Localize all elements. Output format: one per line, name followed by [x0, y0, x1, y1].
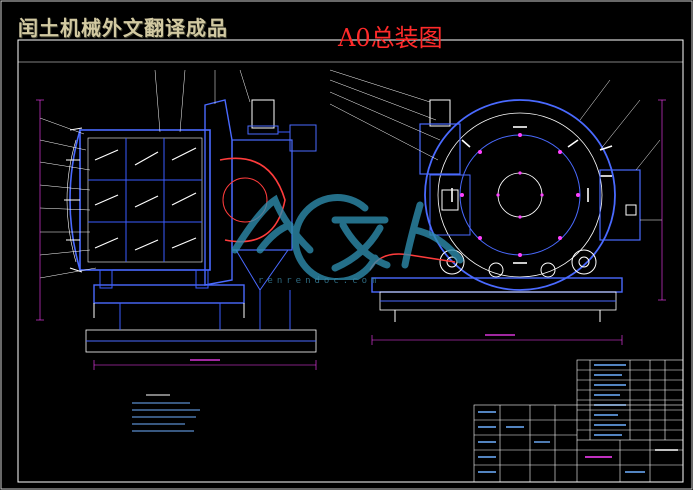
watermark-url: renrendoc.com	[258, 276, 381, 286]
inner-frame	[17, 39, 684, 483]
right-front-view	[369, 99, 641, 322]
dimension-lines	[36, 99, 666, 370]
left-leader-lines	[39, 69, 251, 279]
drawing-title: A0总装图	[338, 24, 443, 52]
watermark-title: 闰土机械外文翻译成品	[18, 16, 228, 40]
title-block-text	[478, 411, 678, 473]
technical-notes-block	[132, 394, 200, 432]
parts-list-table	[576, 359, 684, 441]
right-leader-lines	[329, 69, 662, 221]
left-side-view	[64, 99, 317, 353]
title-block	[473, 404, 684, 483]
watermark-logo-icon	[231, 194, 464, 280]
